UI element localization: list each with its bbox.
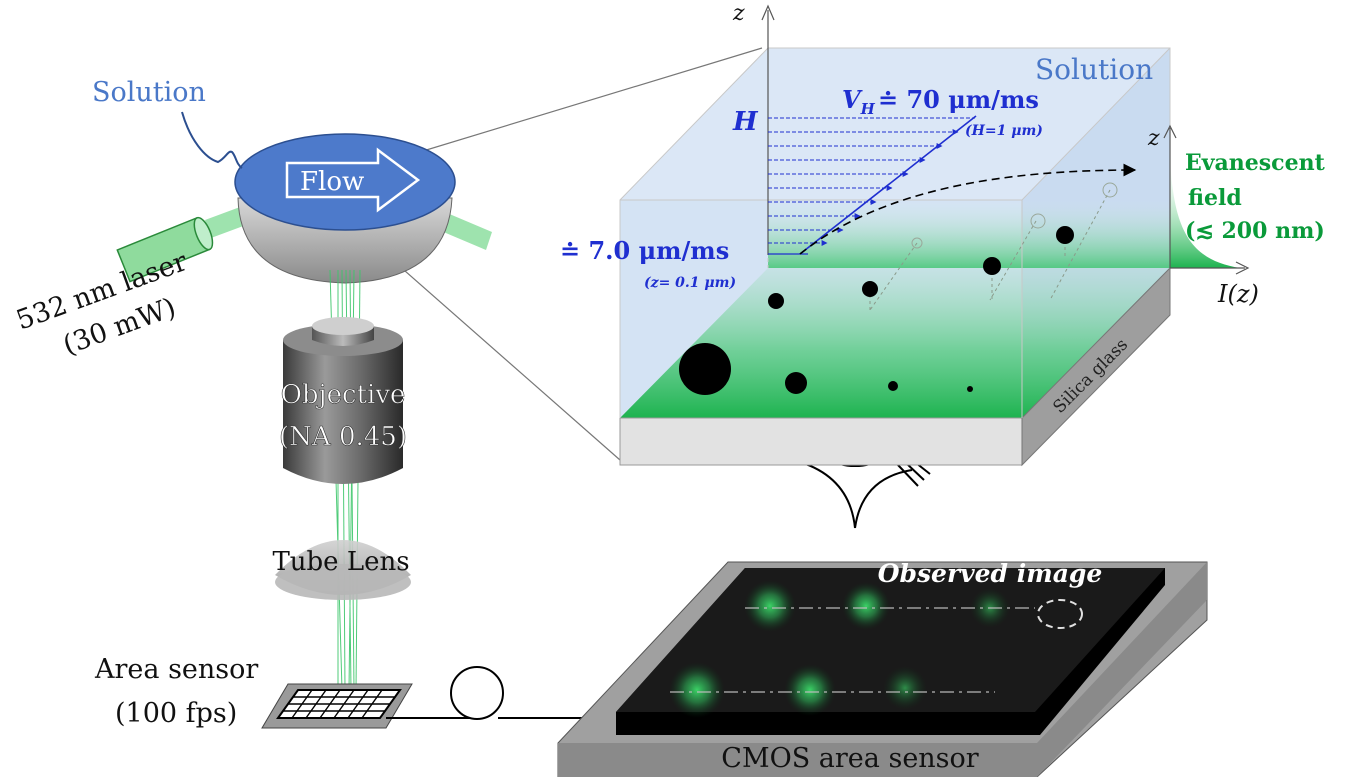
solution-leader [181, 111, 243, 169]
v-bottom-value: ≐ 7.0 μm/ms [560, 236, 729, 265]
glass-base-top [620, 268, 1170, 418]
axis-iz-label: I(z) [1217, 280, 1259, 308]
trajectory-arrow [799, 163, 1137, 255]
solution-box-top [620, 48, 1170, 200]
flow-label: Flow [300, 167, 364, 197]
evanescent-profile [1170, 150, 1240, 268]
velocity-profile [768, 115, 977, 255]
laser-module [116, 216, 214, 283]
cmos-sensor [557, 561, 1208, 777]
v-bottom-note: (z= 0.1 μm) [644, 275, 736, 291]
observed-image-label: Observed image [878, 559, 1103, 588]
vh-subscript: H [860, 100, 876, 118]
particle-ghosts [911, 182, 1118, 249]
flow-arrow [285, 147, 421, 213]
evanescent-label-line1: Evanescent [1185, 150, 1326, 176]
particles [679, 226, 1074, 395]
area-sensor [261, 683, 413, 729]
vh-note: (H=1 μm) [965, 123, 1043, 139]
glass-base-side [1021, 266, 1171, 467]
glass-base-front [619, 417, 1023, 466]
tube-lens-label: Tube Lens [272, 547, 409, 577]
objective-label-line2: (NA 0.45) [279, 422, 407, 452]
cmos-label: CMOS area sensor [721, 743, 979, 774]
cable-loop [450, 666, 504, 720]
zoom-line-top [399, 47, 763, 159]
objective-lens [283, 317, 403, 484]
objective-label-line1: Objective [281, 380, 406, 410]
axis-z-right-label: z [1147, 126, 1160, 151]
vh-value: ≐ 70 μm/ms [878, 85, 1039, 114]
flow-cell-disc [234, 133, 456, 231]
vh-symbol: V [842, 85, 863, 114]
area-sensor-label-line2: (100 fps) [115, 698, 237, 729]
svg-text:VH: VH [842, 85, 876, 118]
particle-projections [869, 189, 1111, 312]
axis-z-top-label: z [732, 1, 745, 26]
area-sensor-label-line1: Area sensor [94, 654, 258, 685]
solution-label-left: Solution [92, 77, 206, 108]
evanescent-label-line2: field [1188, 185, 1242, 211]
h-label: H [732, 107, 759, 137]
evanescent-label-line3: (≲ 200 nm) [1185, 218, 1325, 244]
solution-label-right: Solution [1035, 53, 1153, 86]
evanescent-back-wall [768, 200, 1170, 268]
laser-entry-beam [205, 207, 246, 238]
